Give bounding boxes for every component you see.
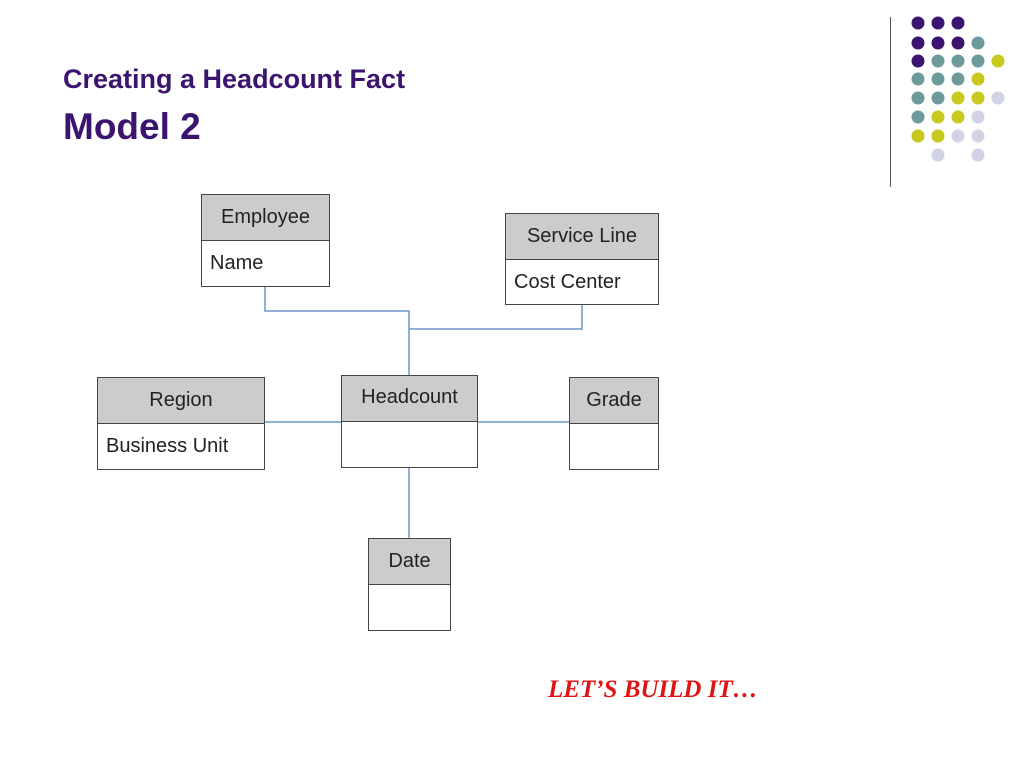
decorative-dot: [911, 91, 925, 105]
decorative-dot: [991, 91, 1005, 105]
decorative-dot: [971, 72, 985, 86]
decorative-dot: [971, 54, 985, 68]
slide-title: Creating a Headcount Fact: [63, 64, 406, 94]
decorative-dot: [971, 129, 985, 143]
entity-employee-attribute: Name: [210, 252, 264, 274]
entity-employee: Employee Name: [201, 194, 330, 287]
decorative-divider: [890, 17, 891, 187]
decorative-dot: [911, 72, 925, 86]
entity-date-attribute: [369, 585, 450, 630]
decorative-dot: [911, 54, 925, 68]
decorative-dot: [931, 148, 945, 162]
decorative-dot: [911, 36, 925, 50]
connector-service-line-headcount: [409, 305, 583, 330]
decorative-dot: [991, 54, 1005, 68]
decorative-dot: [951, 129, 965, 143]
decorative-dot: [931, 16, 945, 30]
decorative-dot: [931, 72, 945, 86]
entity-grade-header: Grade: [570, 378, 658, 424]
decorative-dot-grid: [911, 16, 1005, 162]
entity-service-line: Service Line Cost Center: [505, 213, 659, 305]
decorative-dot: [911, 16, 925, 30]
decorative-dot: [971, 110, 985, 124]
decorative-dot: [971, 148, 985, 162]
entity-grade-attribute: [570, 424, 658, 469]
decorative-dot: [951, 72, 965, 86]
entity-headcount-header: Headcount: [342, 376, 477, 422]
entity-region: Region Business Unit: [97, 377, 265, 470]
entity-region-header: Region: [98, 378, 264, 424]
decorative-dot: [971, 36, 985, 50]
slide-subtitle: Model 2: [63, 106, 201, 147]
entity-date: Date: [368, 538, 451, 631]
decorative-dot: [931, 129, 945, 143]
entity-date-header: Date: [369, 539, 450, 585]
entity-service-line-header: Service Line: [506, 214, 658, 260]
entity-service-line-attribute: Cost Center: [514, 270, 621, 293]
entity-employee-header: Employee: [202, 195, 329, 241]
decorative-dot: [951, 36, 965, 50]
decorative-dot: [911, 110, 925, 124]
decorative-dot: [971, 91, 985, 105]
connector-employee-headcount: [264, 287, 410, 375]
decorative-dot: [931, 110, 945, 124]
entity-headcount-attribute: [342, 422, 477, 467]
decorative-dot: [931, 54, 945, 68]
call-to-action-text: LET’S BUILD IT…: [548, 676, 758, 703]
decorative-dot: [951, 54, 965, 68]
entity-region-attribute: Business Unit: [106, 435, 229, 457]
decorative-dot: [951, 16, 965, 30]
decorative-dot: [911, 129, 925, 143]
decorative-dot: [931, 91, 945, 105]
decorative-dot: [951, 110, 965, 124]
entity-grade: Grade: [569, 377, 659, 470]
entity-headcount: Headcount: [341, 375, 478, 468]
decorative-dot: [951, 91, 965, 105]
decorative-dot: [931, 36, 945, 50]
